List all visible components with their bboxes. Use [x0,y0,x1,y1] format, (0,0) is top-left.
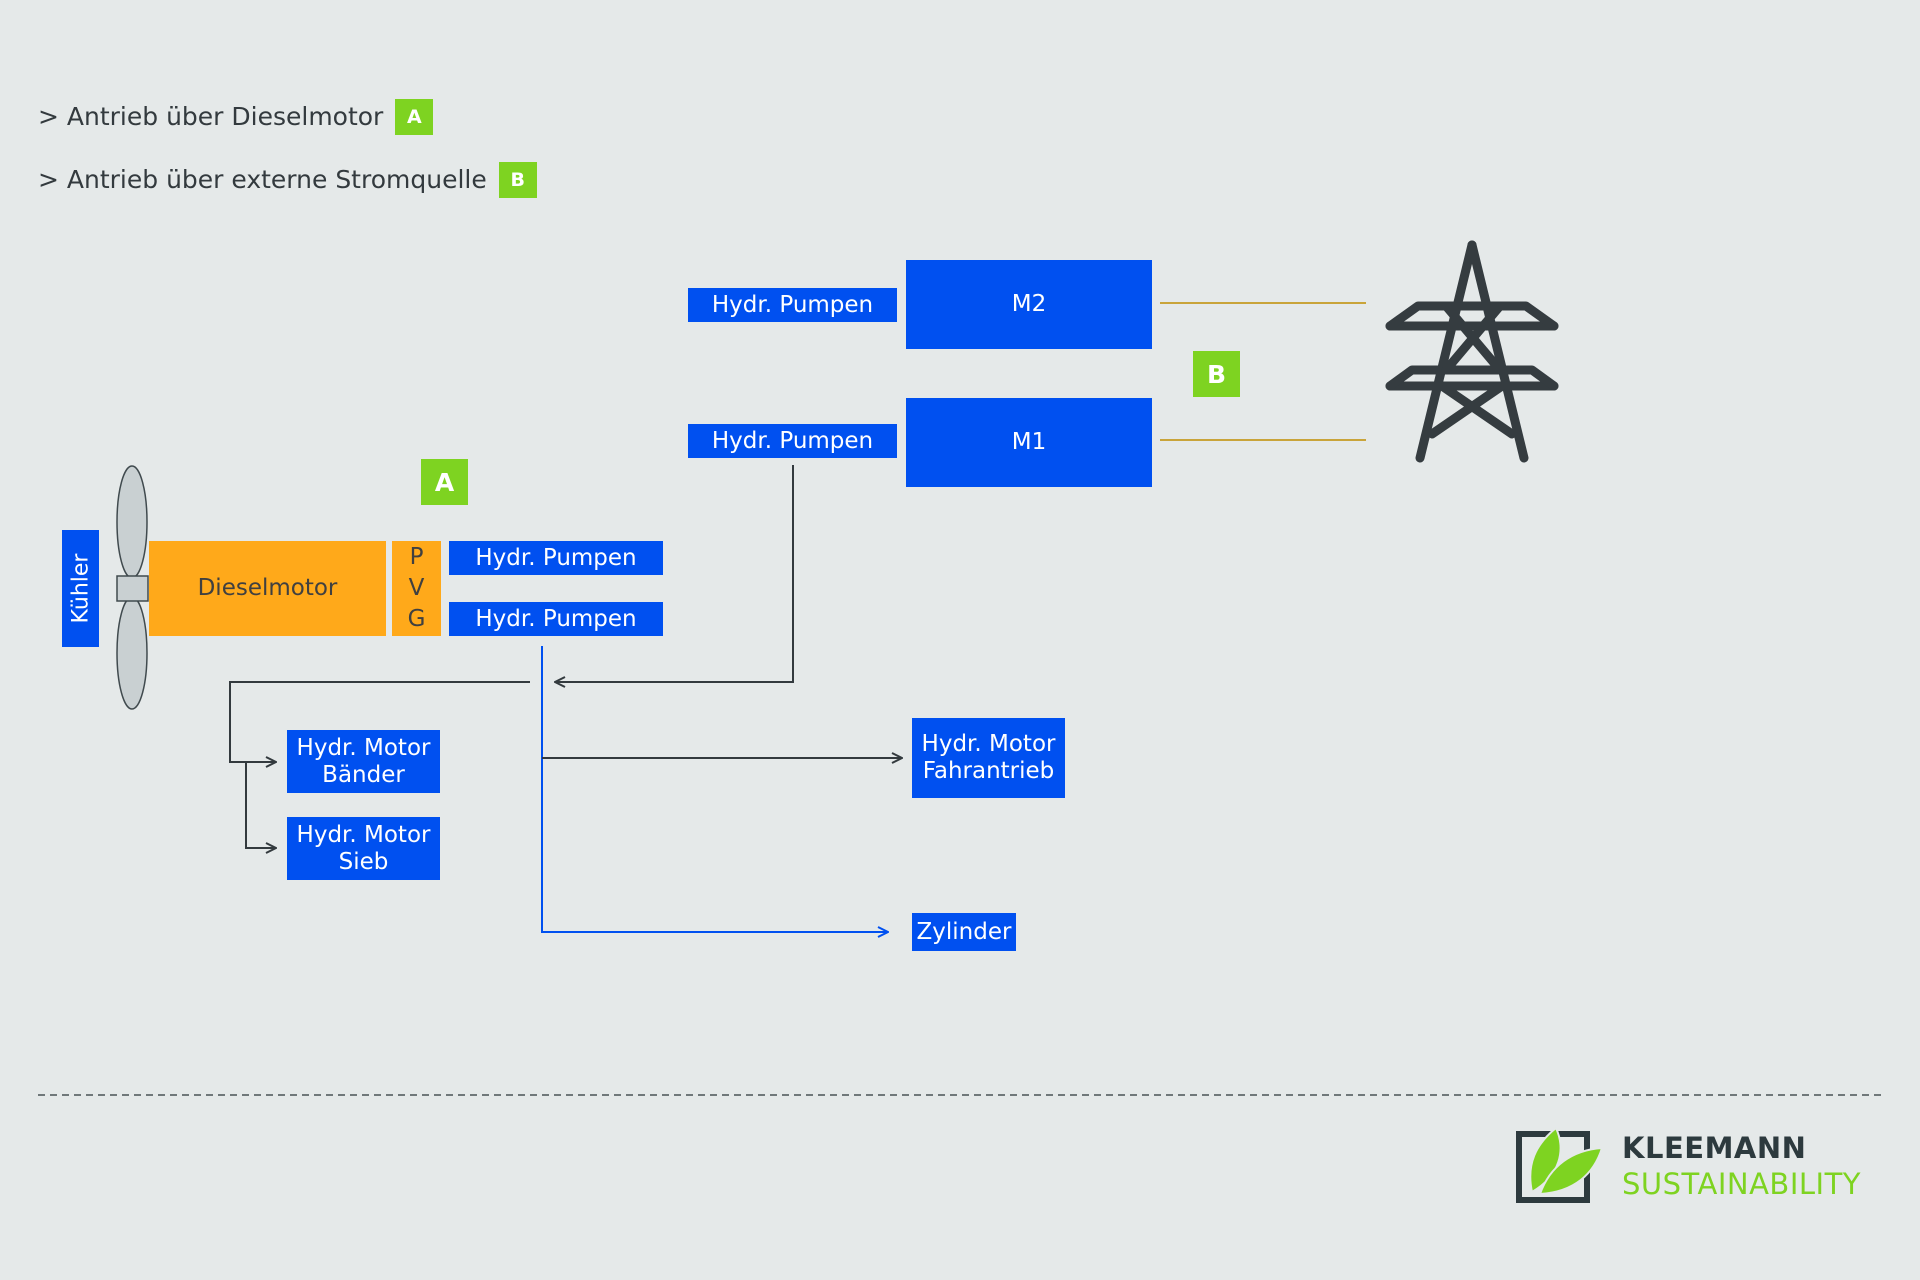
line-to-sieb [245,762,276,848]
hydr-motor-baender-line2: Bänder [322,761,405,788]
legend-line-a: > Antrieb über Dieselmotor A [38,99,434,135]
leaf-logo-icon [1516,1126,1604,1203]
pvg-letter-p: P [409,544,424,570]
kuehler-label: Kühler [68,553,94,624]
logo-line-sustainability: SUSTAINABILITY [1622,1167,1862,1201]
pvg-letter-g: G [407,606,426,632]
line-to-left-motors [229,681,530,762]
m1-box: M1 [906,398,1152,487]
pvg-box: P V G [392,541,441,636]
legend-line-b: > Antrieb über externe Stromquelle B [38,162,537,198]
m2-box: M2 [906,260,1152,349]
legend-badge-b: B [498,162,537,198]
hydr-motor-baender-line1: Hydr. Motor [296,734,431,761]
hydr-motor-baender-box: Hydr. Motor Bänder [287,730,440,793]
fan-icon [116,465,149,710]
hydr-pumpen-m2-box: Hydr. Pumpen [688,288,897,322]
power-tower-icon [1385,240,1559,463]
legend-badge-a: A [395,99,434,135]
hydr-motor-fahrantrieb-line1: Hydr. Motor [921,731,1056,757]
legend-text-a: > Antrieb über Dieselmotor [38,102,384,131]
badge-b: B [1193,351,1240,397]
legend-text-b: > Antrieb über externe Stromquelle [38,165,487,194]
hydr-motor-sieb-line1: Hydr. Motor [296,821,431,848]
badge-a: A [421,459,468,505]
hydr-motor-fahrantrieb-box: Hydr. Motor Fahrantrieb [912,718,1065,798]
pvg-letter-v: V [408,575,425,601]
logo-line-kleemann: KLEEMANN [1622,1131,1807,1165]
hydr-pumpen-diesel-1-box: Hydr. Pumpen [449,541,663,575]
brand-logo-text: KLEEMANN SUSTAINABILITY [1622,1130,1861,1202]
return-line-m1 [555,465,794,682]
zylinder-box: Zylinder [912,913,1016,951]
main-line-blue [541,646,888,932]
hydr-pumpen-m1-box: Hydr. Pumpen [688,424,897,458]
hydr-motor-sieb-box: Hydr. Motor Sieb [287,817,440,880]
hydr-motor-sieb-line2: Sieb [338,848,389,875]
dieselmotor-box: Dieselmotor [149,541,386,636]
hydr-motor-fahrantrieb-line2: Fahrantrieb [922,758,1055,784]
kuehler-box: Kühler [62,530,99,647]
hydr-pumpen-diesel-2-box: Hydr. Pumpen [449,602,663,636]
